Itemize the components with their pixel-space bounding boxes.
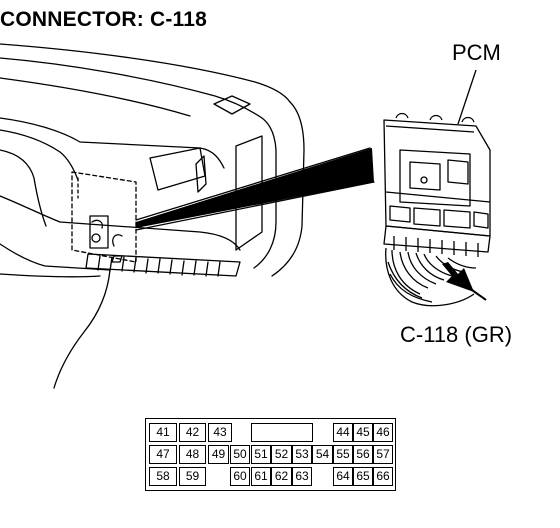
pin-46: 46	[373, 423, 393, 442]
pin-43: 43	[208, 423, 232, 442]
connector-label: C-118 (GR)	[400, 322, 513, 347]
pin-59: 59	[179, 467, 206, 486]
pin-65: 65	[353, 467, 373, 486]
pin-64: 64	[333, 467, 353, 486]
pin-55: 55	[333, 445, 353, 464]
pin-53: 53	[292, 445, 312, 464]
pin-47: 47	[149, 445, 177, 464]
pin-51: 51	[251, 445, 271, 464]
pin-63: 63	[292, 467, 312, 486]
pin-42: 42	[179, 423, 206, 442]
pin-60: 60	[230, 467, 250, 486]
pin-50: 50	[230, 445, 250, 464]
pin-44: 44	[333, 423, 353, 442]
blank-cavity	[251, 423, 313, 442]
pin-52: 52	[271, 445, 292, 464]
pin-45: 45	[353, 423, 373, 442]
pin-41: 41	[149, 423, 177, 442]
pin-61: 61	[251, 467, 271, 486]
page-title: CONNECTOR: C-118	[0, 8, 208, 31]
pin-54: 54	[312, 445, 333, 464]
connector-pinout: 41 42 43 44 45 46 47 48 49 50 51 52 53 5…	[145, 418, 396, 491]
pin-62: 62	[271, 467, 292, 486]
pin-48: 48	[179, 445, 206, 464]
pin-49: 49	[208, 445, 229, 464]
pin-66: 66	[373, 467, 393, 486]
pcm-label: PCM	[452, 40, 501, 65]
pin-58: 58	[149, 467, 177, 486]
pin-57: 57	[373, 445, 393, 464]
pin-56: 56	[353, 445, 373, 464]
